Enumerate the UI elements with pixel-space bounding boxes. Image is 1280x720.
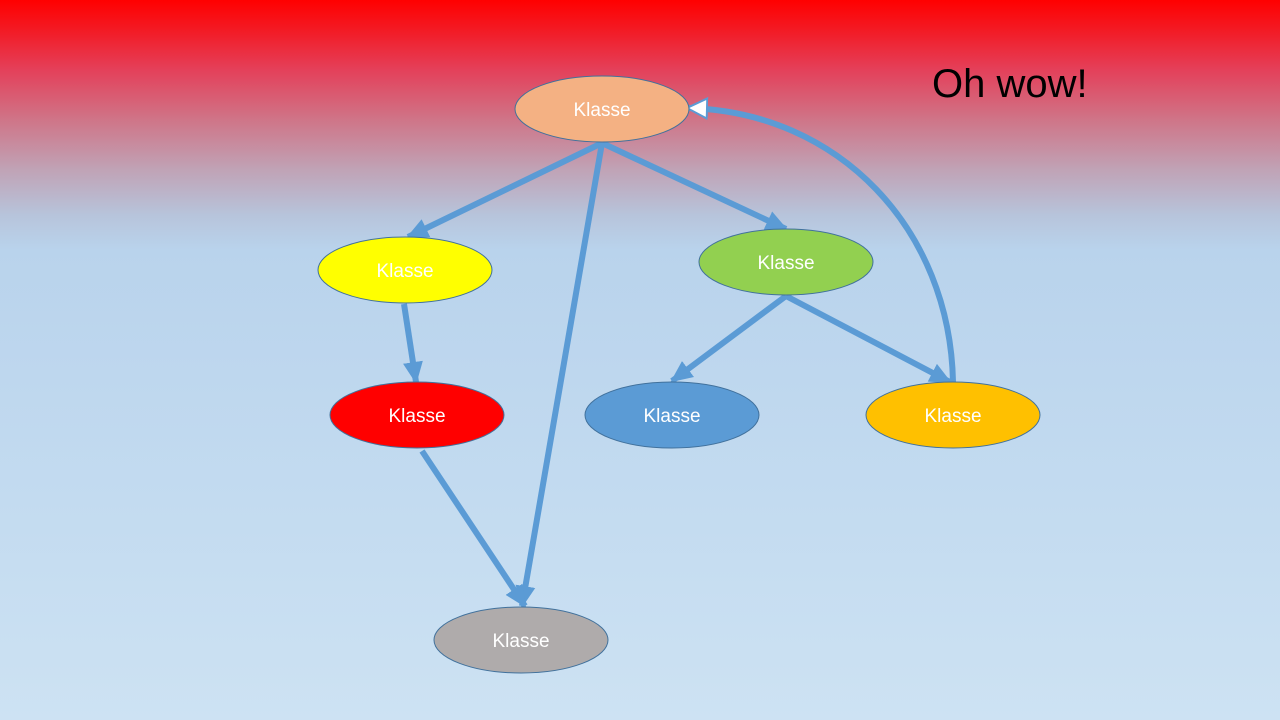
node-top-ellipse bbox=[514, 75, 690, 143]
edges bbox=[401, 96, 956, 608]
node-orange-ellipse bbox=[865, 381, 1041, 449]
node-yellow[interactable]: Klasse bbox=[317, 236, 493, 304]
node-red-label: Klasse bbox=[388, 406, 445, 427]
node-top-label: Klasse bbox=[573, 100, 630, 121]
node-green[interactable]: Klasse bbox=[698, 228, 874, 296]
node-green-ellipse bbox=[698, 228, 874, 296]
node-blue[interactable]: Klasse bbox=[584, 381, 760, 449]
edge-green-to-orange bbox=[784, 293, 952, 385]
node-red[interactable]: Klasse bbox=[329, 381, 505, 449]
node-gray-label: Klasse bbox=[492, 631, 549, 652]
node-yellow-ellipse bbox=[317, 236, 493, 304]
edge-top-to-gray bbox=[515, 142, 605, 608]
slide-title: Oh wow! bbox=[932, 62, 1088, 106]
node-orange-label: Klasse bbox=[924, 406, 981, 427]
edge-red-to-gray bbox=[419, 449, 528, 608]
edge-top-to-green bbox=[600, 140, 788, 232]
node-blue-ellipse bbox=[584, 381, 760, 449]
node-gray[interactable]: Klasse bbox=[433, 606, 609, 674]
edge-top-to-yellow bbox=[406, 140, 604, 240]
edge-green-to-blue bbox=[670, 293, 788, 384]
node-top[interactable]: Klasse bbox=[514, 75, 690, 143]
node-orange[interactable]: Klasse bbox=[865, 381, 1041, 449]
node-red-ellipse bbox=[329, 381, 505, 449]
node-blue-label: Klasse bbox=[643, 406, 700, 427]
node-green-label: Klasse bbox=[757, 253, 814, 274]
node-gray-ellipse bbox=[433, 606, 609, 674]
edge-orange-to-top bbox=[684, 96, 956, 383]
node-yellow-label: Klasse bbox=[376, 261, 433, 282]
edge-yellow-to-red bbox=[401, 303, 423, 384]
